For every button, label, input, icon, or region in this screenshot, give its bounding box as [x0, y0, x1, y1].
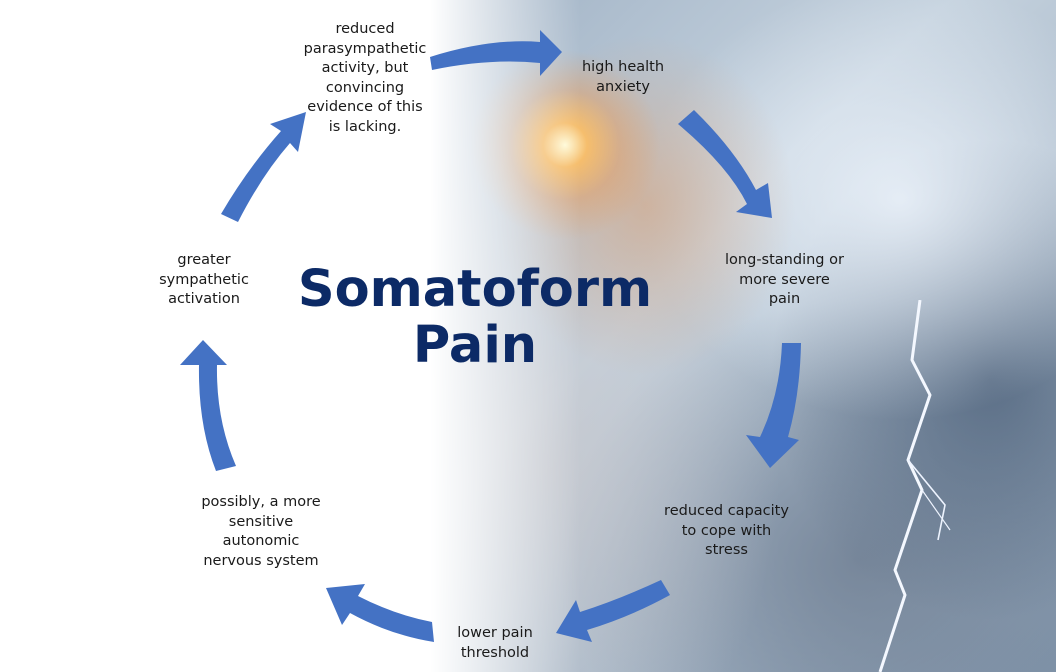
step-greater-sympathetic-activation: greater sympathetic activation — [159, 252, 249, 307]
step-reduced-capacity-to-cope: reduced capacity to cope with stress — [664, 503, 789, 558]
step-high-health-anxiety: high health anxiety — [581, 59, 665, 95]
lightning-bolt-icon — [878, 300, 951, 672]
diagram-title: Somatoform Pain — [297, 260, 653, 375]
step-sensitive-autonomic-nervous-system: possibly, a more sensitive autonomic ner… — [201, 494, 321, 569]
step-lower-pain-threshold: lower pain threshold — [457, 625, 533, 661]
step-reduced-parasympathetic-activity: reduced parasympathetic activity, but co… — [303, 21, 427, 135]
step-long-standing-pain: long-standing or more severe pain — [725, 252, 844, 307]
background-photo-man-storm — [430, 0, 1056, 672]
